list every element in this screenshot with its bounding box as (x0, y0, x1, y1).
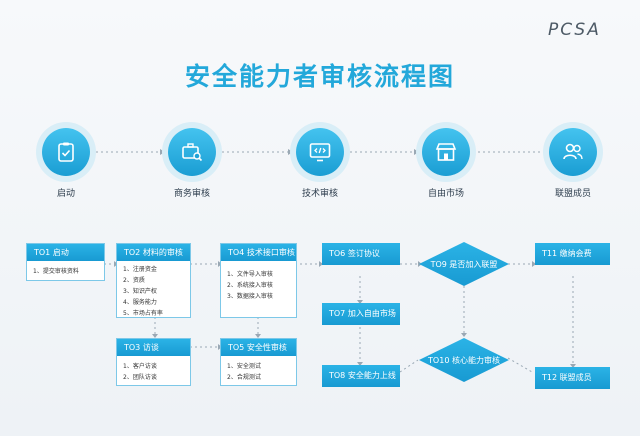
stage-market (422, 128, 470, 176)
stage-label-member: 联盟成员 (554, 189, 591, 199)
step-t03-item: 1、客户访谈 (123, 363, 157, 370)
stage-label-business: 商务审核 (173, 189, 210, 199)
stage-start (42, 128, 90, 176)
step-t04-item: 3、数据接入审核 (227, 293, 273, 300)
step-t06: TO6 签订协议 (322, 243, 400, 265)
step-t10-diamond (419, 338, 509, 382)
stage-member (549, 128, 597, 176)
stage-label-start: 启动 (56, 189, 75, 199)
step-t04-item: 1、文件导入审核 (227, 271, 273, 278)
step-t03-item: 2、团队访谈 (123, 374, 157, 381)
step-t01-title: TO1 启动 (27, 244, 104, 261)
step-t02-item: 5、市场占有率 (123, 310, 163, 317)
step-t12: T12 联盟成员 (535, 367, 610, 389)
storefront-icon (435, 143, 457, 161)
step-t08: TO8 安全能力上线 (322, 365, 400, 387)
step-t02: TO2 材料的审核 1、注册资金 2、资质 3、知识产权 4、服务能力 5、市场… (116, 243, 191, 318)
clipboard-check-icon (58, 142, 74, 162)
monitor-code-icon (309, 143, 331, 162)
step-t01: TO1 启动 1、提交审核资料 (26, 243, 105, 281)
step-t10-label: TO10 核心能力审核 (428, 356, 500, 365)
step-t05: TO5 安全性审核 1、安全测试 2、合规测试 (220, 338, 297, 386)
step-t04-item: 2、系统接入审核 (227, 282, 273, 289)
step-t02-title: TO2 材料的审核 (117, 244, 190, 261)
step-t03-title: TO3 访谈 (117, 339, 190, 356)
step-t03: TO3 访谈 1、客户访谈 2、团队访谈 (116, 338, 191, 386)
stage-label-tech: 技术审核 (301, 189, 338, 199)
step-t09-label: TO9 是否加入联盟 (430, 260, 498, 269)
stage-business (168, 128, 216, 176)
step-t05-item: 1、安全测试 (227, 363, 261, 370)
step-t09-diamond (419, 242, 509, 286)
step-t04-title: TO4 技术接口审核 (221, 244, 296, 261)
step-t02-item: 2、资质 (123, 277, 145, 284)
stage-tech (296, 128, 344, 176)
step-t02-item: 4、服务能力 (123, 299, 157, 306)
page-title: 安全能力者审核流程图 (184, 62, 455, 91)
members-icon (563, 143, 583, 160)
step-t02-item: 1、注册资金 (123, 266, 157, 273)
stage-label-market: 自由市场 (427, 189, 464, 199)
step-t11: T11 缴纳会费 (535, 243, 610, 265)
brand-logo: PCSA (548, 20, 601, 40)
step-t04: TO4 技术接口审核 1、文件导入审核 2、系统接入审核 3、数据接入审核 (220, 243, 297, 318)
briefcase-search-icon (182, 143, 203, 162)
step-t07: TO7 加入自由市场 (322, 303, 400, 325)
step-t01-item: 1、提交审核资料 (33, 268, 79, 275)
step-t05-title: TO5 安全性审核 (221, 339, 296, 356)
step-t02-item: 3、知识产权 (123, 288, 157, 295)
step-t05-item: 2、合规测试 (227, 374, 261, 381)
